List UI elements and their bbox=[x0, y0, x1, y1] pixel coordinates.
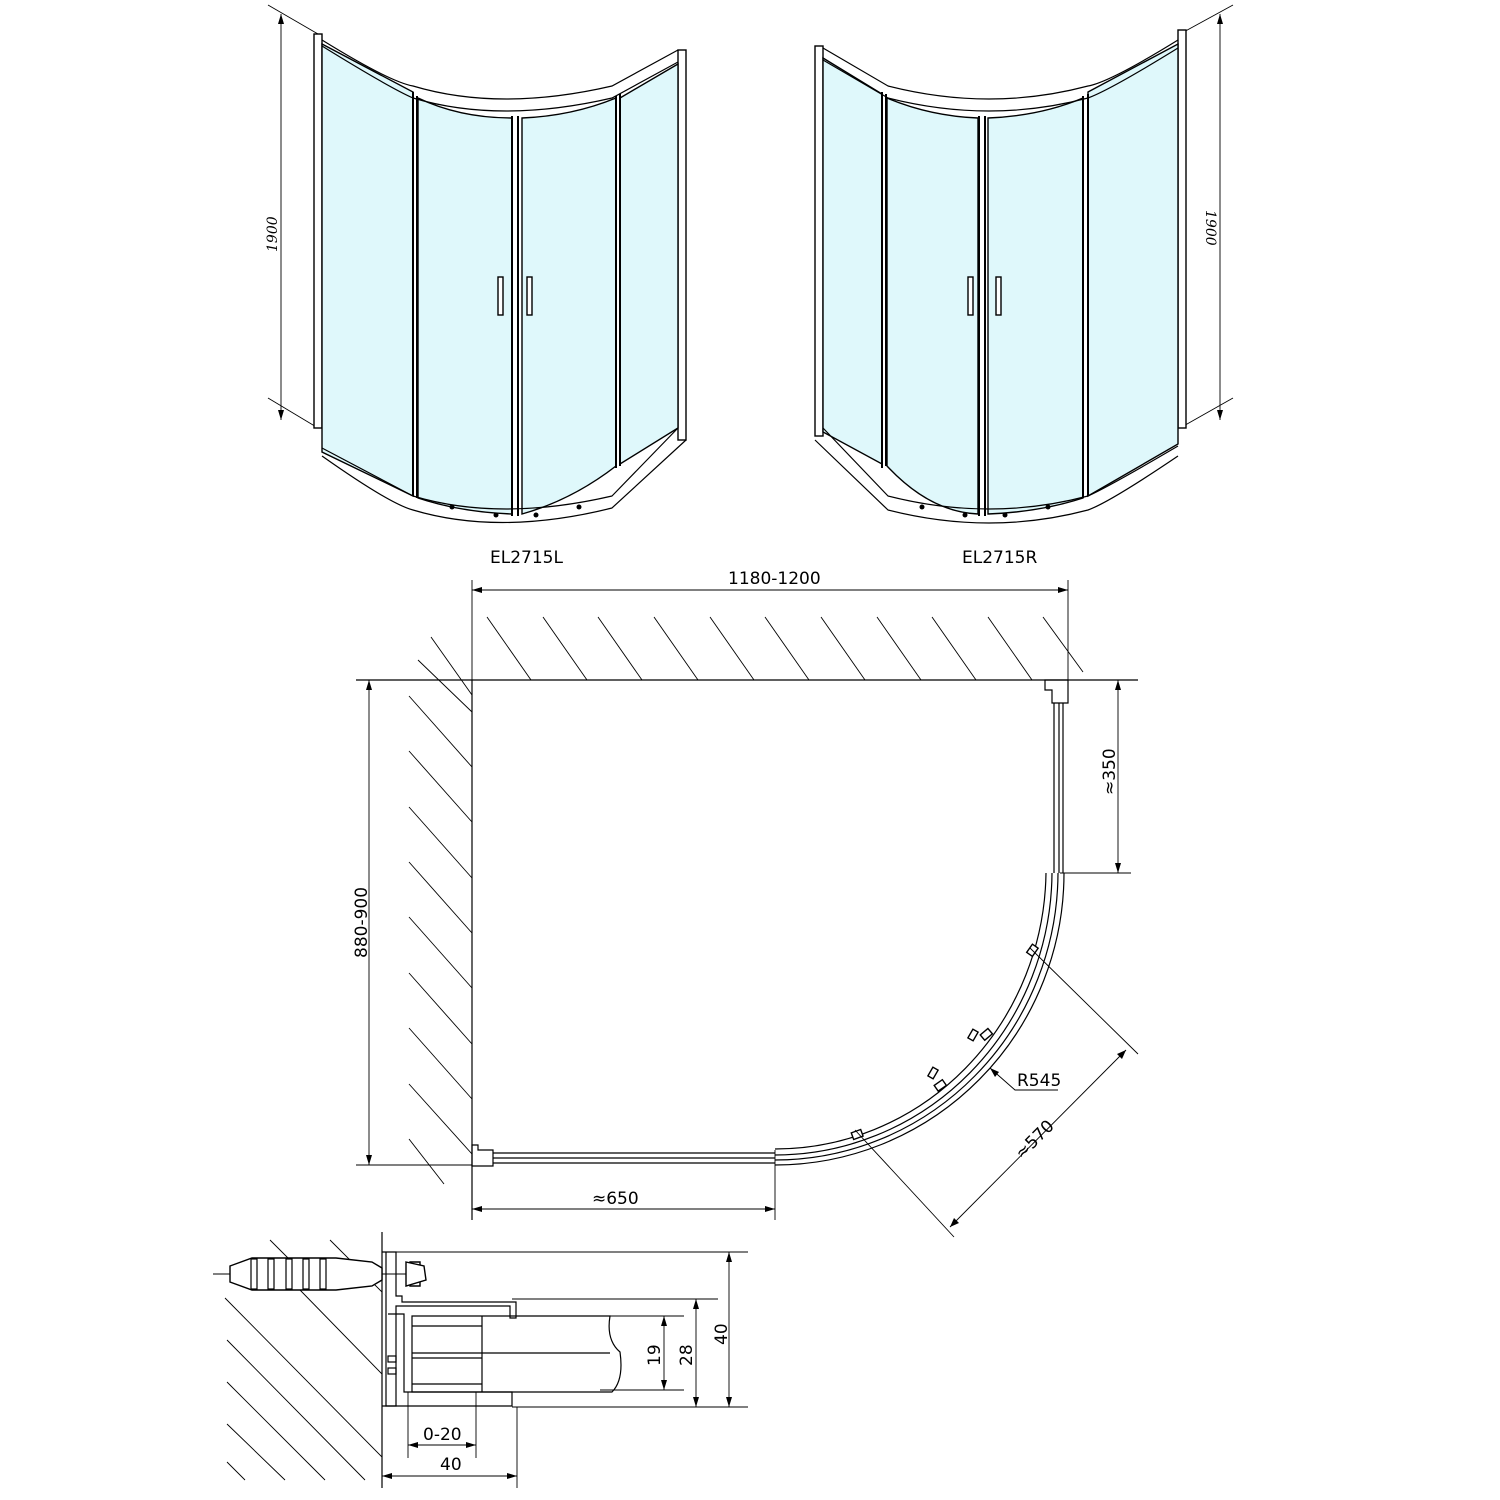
view-left-enclosure: 1900 EL2715L bbox=[265, 4, 687, 568]
adjust-range-dim: 0-20 bbox=[423, 1425, 462, 1445]
depth-dim: 880-900 bbox=[352, 887, 372, 958]
radius-dim: R545 bbox=[1017, 1071, 1061, 1091]
height-dim-right: 1900 bbox=[1202, 210, 1218, 246]
model-label-left: EL2715L bbox=[490, 548, 563, 568]
profile-detail: 19 28 40 0-20 40 bbox=[213, 1232, 748, 1488]
door-handle-icon bbox=[526, 276, 533, 316]
wall-hatch-top bbox=[430, 616, 1084, 696]
view-right-enclosure: 1900 EL2715R bbox=[814, 4, 1234, 568]
profile-depth-dim: 40 bbox=[440, 1455, 462, 1475]
curve-chord-dim: ≈570 bbox=[1011, 1116, 1058, 1163]
door-handle-icon bbox=[967, 276, 974, 316]
door-handle-icon bbox=[497, 276, 504, 316]
door-handle-icon bbox=[995, 276, 1002, 316]
inner-height-dim: 28 bbox=[677, 1344, 697, 1366]
wall-hatch-left bbox=[408, 659, 473, 1185]
plan-view: 1180-1200 bbox=[352, 569, 1139, 1238]
height-dim-left: 1900 bbox=[265, 216, 281, 252]
total-height-dim: 40 bbox=[712, 1323, 732, 1345]
wall-hatch-detail bbox=[224, 1239, 383, 1481]
model-label-right: EL2715R bbox=[962, 548, 1037, 568]
side-panel-bottom-dim: ≈650 bbox=[592, 1189, 639, 1209]
width-dim: 1180-1200 bbox=[728, 569, 821, 589]
side-panel-right-dim: ≈350 bbox=[1100, 748, 1120, 795]
glass-height-dim: 19 bbox=[645, 1344, 665, 1366]
